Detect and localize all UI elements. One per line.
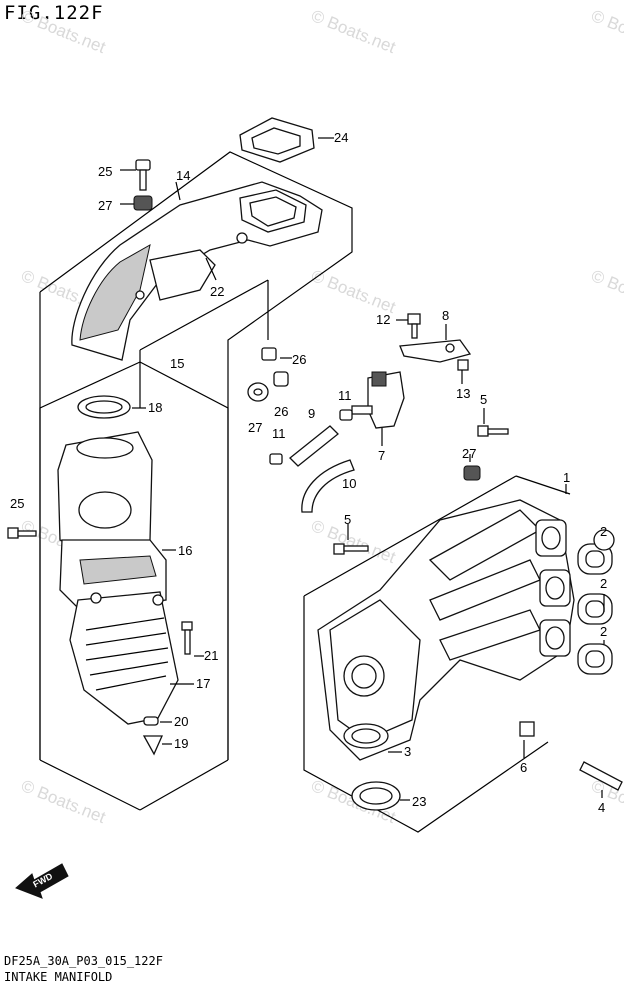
callout-22: 22 (210, 284, 224, 299)
figure-code: DF25A_30A_P03_015_122F (4, 954, 163, 968)
callout-13: 13 (456, 386, 470, 401)
gasket-2-bottom (577, 643, 613, 675)
fwd-direction-arrow: FWD (15, 863, 69, 899)
callout-8: 8 (442, 308, 449, 323)
gasket-2-middle (577, 593, 613, 625)
callout-2: 2 (600, 624, 607, 639)
callout-24: 24 (334, 130, 348, 145)
case-upper-16 (57, 431, 167, 611)
callout-2: 2 (600, 576, 607, 591)
bolt-25-top (135, 159, 151, 191)
grommet-27-right (463, 465, 481, 481)
nut-13 (457, 359, 469, 371)
gasket-24 (239, 117, 315, 163)
watermark: © Boats.net (309, 516, 399, 567)
callout-10: 10 (342, 476, 356, 491)
bolt-25-left (7, 527, 37, 539)
callout-7: 7 (378, 448, 385, 463)
callout-27: 27 (462, 446, 476, 461)
callout-26: 26 (292, 352, 306, 367)
silencer-cover (71, 181, 323, 361)
grommet-26-upper (261, 347, 277, 361)
figure-title: FIG.122F (4, 2, 104, 24)
stud-bolt-4 (579, 761, 623, 791)
watermark: © Boats.net (309, 6, 399, 57)
intake-case-box-outline (39, 361, 229, 811)
callout-21: 21 (204, 648, 218, 663)
callout-23: 23 (412, 794, 426, 809)
callout-20: 20 (174, 714, 188, 729)
callout-12: 12 (376, 312, 390, 327)
gasket-2-edge (593, 529, 615, 551)
screw-21 (181, 621, 193, 655)
callout-14: 14 (176, 168, 190, 183)
case-lower-17 (69, 591, 179, 725)
callout-25: 25 (98, 164, 112, 179)
callout-labels: 24 25 14 27 22 26 15 18 27 26 25 16 21 1… (10, 130, 607, 815)
grommet-27-top (133, 195, 153, 211)
intake-manifold-1 (317, 499, 575, 761)
callout-27: 27 (248, 420, 262, 435)
grommet-26-mid (273, 371, 289, 387)
clip-20 (143, 716, 159, 726)
seal-3 (343, 723, 389, 749)
bolt-5-upper (477, 425, 509, 437)
bolt-5-lower (333, 543, 369, 555)
bolt-12 (407, 313, 421, 339)
callout-17: 17 (196, 676, 210, 691)
grommet-27-mid (247, 382, 269, 402)
seal-23 (351, 781, 401, 811)
nut-6 (519, 721, 535, 737)
callout-11: 11 (338, 388, 352, 403)
leader-lines (120, 137, 605, 801)
callout-3: 3 (404, 744, 411, 759)
callout-26: 26 (274, 404, 288, 419)
figure-name: INTAKE MANIFOLD (4, 970, 113, 984)
bracket-8 (399, 339, 472, 363)
hose-10 (301, 459, 355, 513)
clamp-11-upper (339, 409, 353, 421)
callout-25: 25 (10, 496, 24, 511)
callout-27: 27 (98, 198, 112, 213)
callout-6: 6 (520, 760, 527, 775)
callout-19: 19 (174, 736, 188, 751)
watermark: © Boats.net (589, 266, 624, 317)
watermark: © Boats.net (19, 776, 109, 827)
callout-16: 16 (178, 543, 192, 558)
hose-9 (289, 425, 339, 467)
callout-11: 11 (272, 426, 286, 441)
callout-18: 18 (148, 400, 162, 415)
callout-9: 9 (308, 406, 315, 421)
solenoid-valve-7 (351, 371, 405, 429)
callout-5: 5 (344, 512, 351, 527)
callout-4: 4 (598, 800, 605, 815)
watermark: © Boats.net (589, 6, 624, 57)
seal-ring-18 (77, 395, 131, 419)
callout-15: 15 (170, 356, 184, 371)
watermark: © Boats.net (19, 6, 109, 57)
callout-5: 5 (480, 392, 487, 407)
pin-19 (142, 735, 164, 756)
clamp-11-lower (269, 453, 283, 465)
callout-2: 2 (600, 524, 607, 539)
callout-1: 1 (563, 470, 570, 485)
